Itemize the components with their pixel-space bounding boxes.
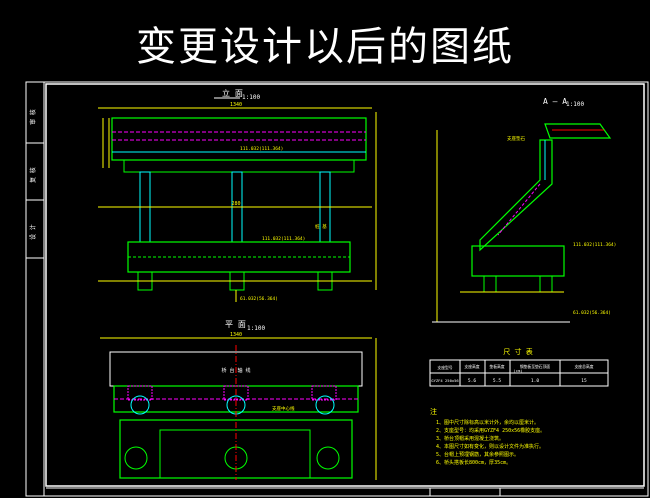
table-cell-0: GYZF4 250x56 [431, 378, 459, 383]
table-header-3: 钢垫板至垫石顶面 [520, 364, 551, 369]
sheet-frame [25, 81, 649, 497]
section-scale: 1:100 [566, 101, 584, 108]
table-header-4: 支座总高度 [575, 364, 594, 369]
section-note-bearing: 支座垫石 [507, 135, 525, 142]
elev-dim-top: 1340 [230, 102, 242, 108]
elev-label-upper: 111.032(111.364) [240, 146, 283, 152]
elev-deck [111, 117, 367, 161]
plan-view: 平 面 1:100 1340 桥 台 轴 线 支座中心线 [100, 320, 377, 480]
table-header-2: 垫板高度 [489, 364, 504, 369]
elevation-view: 立 面 1:100 1340 111.032(111.364) 280 111.… [98, 88, 377, 302]
section-label-found: 61.032(56.364) [573, 310, 611, 316]
plan-scale: 1:100 [247, 325, 265, 332]
table-cell-2: 5.5 [493, 378, 501, 384]
table-cell-4: 15 [581, 378, 587, 384]
sidebar-cell-check: 复 核 [29, 167, 37, 183]
sidebar: 审 核 复 核 设 计 [26, 109, 44, 259]
note-2: 2、支座型号：均采用GYZF4 250x56橡胶支座。 [436, 427, 545, 434]
section-abutment [479, 139, 553, 252]
table-unit: (cm) [513, 368, 522, 373]
table-header-0: 支座型号 [437, 365, 452, 370]
note-6: 6、桥头搭板长800cm，厚35cm。 [436, 459, 511, 466]
note-1: 1、图中尺寸除标高以米计外，余均以厘米计。 [436, 419, 539, 426]
plan-bearing-label: 支座中心线 [272, 405, 295, 412]
elevation-scale: 1:100 [242, 94, 260, 101]
elev-dim-mid: 280 [231, 201, 240, 207]
sidebar-cell-review: 审 核 [29, 109, 37, 125]
section-footing [471, 245, 565, 277]
section-deck [544, 123, 612, 139]
elev-label-found: 61.032(56.364) [240, 296, 278, 302]
plan-label: 平 面 [225, 320, 246, 329]
elevation-label: 立 面 [222, 88, 243, 98]
table-cell-1: 5.6 [468, 378, 476, 384]
elev-note-pier: 桩 基 [315, 223, 327, 230]
plan-pier-1 [130, 395, 150, 415]
section-view: A — A 1:100 支座垫石 111.032(111.364) 61.032… [432, 97, 616, 323]
note-5: 5、台帽上预埋钢筋，其余参照图示。 [436, 451, 519, 458]
section-label: A — A [543, 97, 567, 106]
note-4: 4、本图尺寸如有变化，则以设计文件为准执行。 [436, 443, 544, 450]
elev-label-lower: 111.032(111.364) [262, 236, 305, 242]
elev-cap-beam [123, 159, 355, 173]
sidebar-cell-design: 设 计 [29, 224, 37, 240]
size-table: 尺 寸 表 支座型号 支座高度 垫板高度 钢垫板至垫石顶面 支座总高度 (cm)… [429, 347, 609, 387]
section-label-upper: 111.032(111.364) [573, 242, 616, 248]
table-title: 尺 寸 表 [503, 347, 532, 356]
plan-pier-3 [315, 395, 335, 415]
note-3: 3、桥台顶帽采用混凝土浇筑。 [436, 435, 504, 442]
table-cell-3: 1.0 [531, 378, 539, 384]
plan-dim: 1340 [230, 332, 242, 338]
table-header-1: 支座高度 [464, 364, 479, 369]
notes-heading: 注 [430, 407, 437, 416]
page-title: 变更设计以后的图纸 [136, 24, 514, 70]
notes: 注 1、图中尺寸除标高以米计外，余均以厘米计。 2、支座型号：均采用GYZF4 … [430, 407, 545, 466]
drawing-border [45, 83, 645, 487]
